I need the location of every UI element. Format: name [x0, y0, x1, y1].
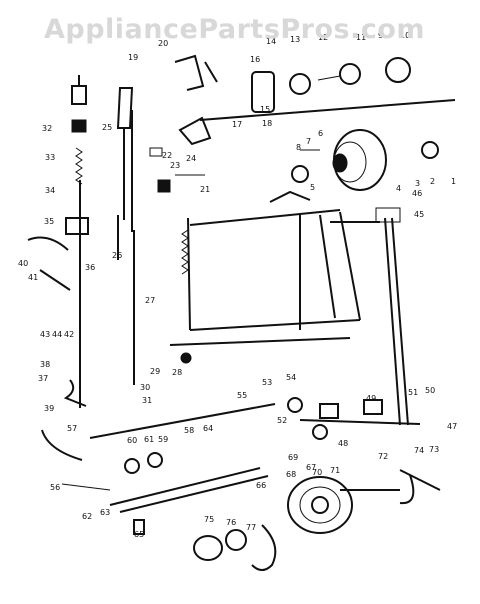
- callout-44: 44: [52, 330, 62, 339]
- watermark: AppliancePartsPros.com: [44, 14, 426, 45]
- callout-4: 4: [396, 184, 401, 193]
- callout-39: 39: [44, 404, 54, 413]
- callout-9: 9: [378, 31, 383, 40]
- callout-70: 70: [312, 468, 322, 477]
- callout-53: 53: [262, 378, 272, 387]
- callout-28: 28: [172, 368, 182, 377]
- callout-64: 64: [203, 424, 213, 433]
- callout-10: 10: [400, 31, 410, 40]
- callout-73: 73: [429, 445, 439, 454]
- callout-21: 21: [200, 185, 210, 194]
- callout-29: 29: [150, 367, 160, 376]
- callout-59: 59: [158, 435, 168, 444]
- callout-18: 18: [262, 119, 272, 128]
- callout-52: 52: [277, 416, 287, 425]
- callout-76: 76: [226, 518, 236, 527]
- callout-54: 54: [286, 373, 296, 382]
- callout-69: 69: [288, 453, 298, 462]
- right-rod-assembly: [375, 207, 409, 426]
- frame-assembly: [169, 190, 380, 364]
- callout-19: 19: [128, 53, 138, 62]
- callout-30: 30: [140, 383, 150, 392]
- callout-42: 42: [64, 330, 74, 339]
- callout-40: 40: [18, 259, 28, 268]
- callout-6: 6: [318, 129, 323, 138]
- callout-16: 16: [250, 55, 260, 64]
- callout-36: 36: [85, 263, 95, 272]
- callout-13: 13: [290, 35, 300, 44]
- callout-32: 32: [42, 124, 52, 133]
- presser-lifter-group: [116, 54, 218, 385]
- callout-15: 15: [260, 105, 270, 114]
- hook-assembly: [61, 469, 441, 571]
- hand-wheel: [291, 129, 439, 191]
- callout-48: 48: [338, 439, 348, 448]
- arm-shaft: [199, 57, 456, 121]
- callout-12: 12: [318, 33, 328, 42]
- callout-75: 75: [204, 515, 214, 524]
- callout-58: 58: [184, 426, 194, 435]
- callout-49: 49: [366, 394, 376, 403]
- callout-46: 46: [412, 189, 422, 198]
- callout-34: 34: [45, 186, 55, 195]
- callout-47: 47: [447, 422, 457, 431]
- callout-17: 17: [232, 120, 242, 129]
- callout-74: 74: [414, 446, 424, 455]
- lower-shaft-assembly: [89, 397, 421, 513]
- callout-72: 72: [378, 452, 388, 461]
- callout-67: 67: [306, 463, 316, 472]
- callout-26: 26: [112, 251, 122, 260]
- callout-1: 1: [451, 177, 456, 186]
- callout-22: 22: [162, 151, 172, 160]
- callout-55: 55: [237, 391, 247, 400]
- callout-60: 60: [127, 436, 137, 445]
- callout-3: 3: [415, 179, 420, 188]
- callout-41: 41: [28, 273, 38, 282]
- callout-63: 63: [100, 508, 110, 517]
- callout-61: 61: [144, 435, 154, 444]
- callout-57: 57: [67, 424, 77, 433]
- callout-71: 71: [330, 466, 340, 475]
- callout-35: 35: [44, 217, 54, 226]
- callout-25: 25: [102, 123, 112, 132]
- callout-45: 45: [414, 210, 424, 219]
- callout-20: 20: [158, 39, 168, 48]
- callout-24: 24: [186, 154, 196, 163]
- callout-2: 2: [430, 177, 435, 186]
- callout-66: 66: [256, 481, 266, 490]
- callout-37: 37: [38, 374, 48, 383]
- callout-8: 8: [296, 143, 301, 152]
- callout-7: 7: [306, 137, 311, 146]
- needle-bar-assembly: [27, 75, 89, 461]
- callout-62: 62: [82, 512, 92, 521]
- callout-50: 50: [425, 386, 435, 395]
- callout-65: 65: [134, 530, 144, 539]
- callout-31: 31: [142, 396, 152, 405]
- callout-68: 68: [286, 470, 296, 479]
- callout-77: 77: [246, 523, 256, 532]
- callout-14: 14: [266, 37, 276, 46]
- callout-23: 23: [170, 161, 180, 170]
- callout-33: 33: [45, 153, 55, 162]
- callout-labels: 1 2 3 4 5 6 7 8 9 10 11 12 13 14 15 16 1…: [18, 31, 457, 539]
- callout-51: 51: [408, 388, 418, 397]
- callout-11: 11: [356, 33, 366, 42]
- callout-5: 5: [310, 183, 315, 192]
- callout-56: 56: [50, 483, 60, 492]
- callout-27: 27: [145, 296, 155, 305]
- callout-38: 38: [40, 360, 50, 369]
- callout-43: 43: [40, 330, 50, 339]
